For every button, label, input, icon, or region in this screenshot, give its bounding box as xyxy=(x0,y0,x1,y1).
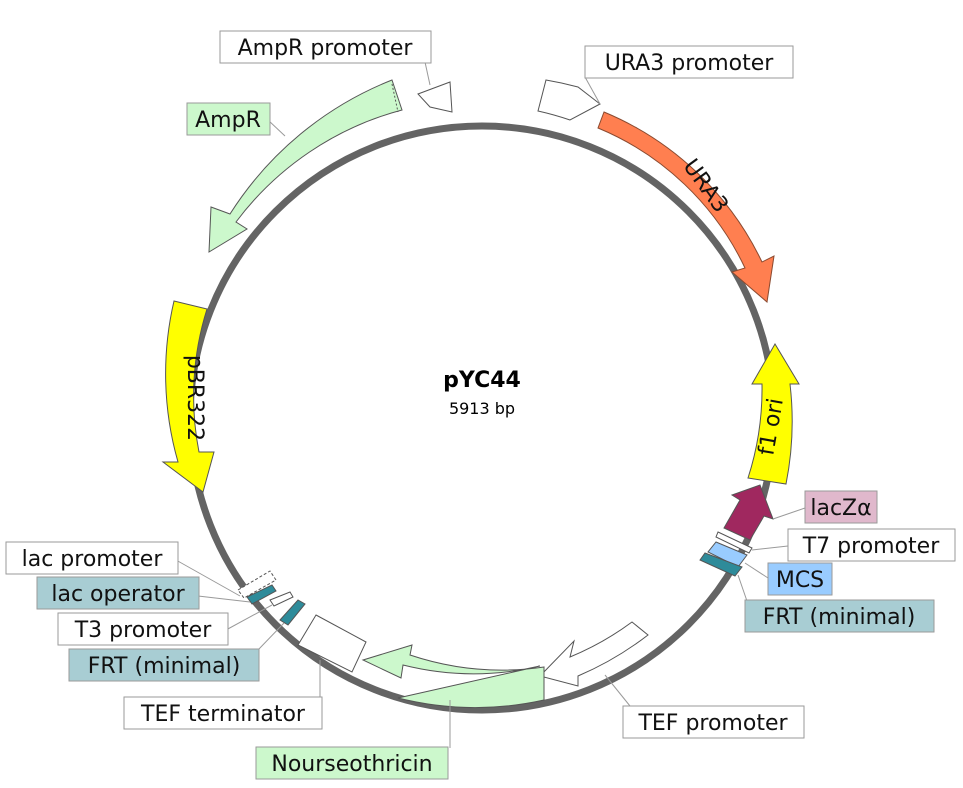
ampr-dotted-marker xyxy=(391,83,399,113)
label-t3-promoter[interactable]: T3 promoter xyxy=(57,612,229,646)
feature-pbr322-label: pBR322 xyxy=(182,355,207,441)
feature-f1-ori[interactable] xyxy=(747,343,800,485)
feature-ampr-promoter[interactable] xyxy=(417,81,453,113)
leader-lacz xyxy=(772,507,806,520)
label-ampr-promoter[interactable]: AmpR promoter xyxy=(219,30,432,64)
leader-ampr-promoter xyxy=(424,61,431,86)
svg-text:T3 promoter: T3 promoter xyxy=(74,618,212,643)
svg-text:FRT (minimal): FRT (minimal) xyxy=(88,654,241,679)
leader-frt-left xyxy=(257,622,285,651)
label-ura3-promoter[interactable]: URA3 promoter xyxy=(584,45,794,79)
feature-tef-terminator[interactable] xyxy=(297,614,367,673)
label-ampr[interactable]: AmpR xyxy=(186,102,271,136)
svg-text:lacZα: lacZα xyxy=(810,496,871,521)
label-tef-terminator[interactable]: TEF terminator xyxy=(123,696,323,730)
feature-lacz[interactable] xyxy=(723,484,774,541)
feature-ura3[interactable] xyxy=(597,111,775,303)
svg-text:FRT (minimal): FRT (minimal) xyxy=(763,605,916,630)
feature-frt-left[interactable] xyxy=(279,599,306,626)
feature-pbr322[interactable] xyxy=(161,300,215,493)
feature-nourseothricin[interactable] xyxy=(361,644,545,708)
feature-tef-promoter[interactable] xyxy=(539,621,649,687)
svg-text:URA3 promoter: URA3 promoter xyxy=(605,51,775,76)
leader-ura3-promoter xyxy=(584,76,601,105)
plasmid-name: pYC44 xyxy=(443,368,521,393)
leader-t3 xyxy=(225,604,273,631)
feature-frt-right[interactable] xyxy=(699,552,743,577)
label-nourseothricin[interactable]: Nourseothricin xyxy=(255,746,449,780)
feature-t7-promoter[interactable] xyxy=(715,531,753,554)
label-t7-promoter[interactable]: T7 promoter xyxy=(787,528,956,562)
leader-ampr xyxy=(267,119,286,137)
leader-t7 xyxy=(751,545,789,551)
plasmid-size: 5913 bp xyxy=(449,399,515,418)
label-lacz[interactable]: lacZα xyxy=(804,490,878,524)
leader-lac-operator xyxy=(197,595,251,603)
svg-text:AmpR promoter: AmpR promoter xyxy=(238,36,414,61)
feature-t3-promoter[interactable] xyxy=(269,591,294,607)
svg-text:lac operator: lac operator xyxy=(51,582,185,607)
leader-tef-promoter xyxy=(604,674,631,707)
svg-text:Nourseothricin: Nourseothricin xyxy=(271,752,432,777)
label-mcs[interactable]: MCS xyxy=(767,562,833,596)
leader-mcs xyxy=(744,562,769,579)
backbone xyxy=(186,122,778,714)
svg-text:TEF terminator: TEF terminator xyxy=(140,702,306,727)
svg-text:T7 promoter: T7 promoter xyxy=(802,534,940,559)
label-lac-operator[interactable]: lac operator xyxy=(36,576,200,610)
feature-lac-operator[interactable] xyxy=(246,584,277,605)
label-frt-right[interactable]: FRT (minimal) xyxy=(744,599,935,633)
feature-ura3-promoter[interactable] xyxy=(537,79,601,121)
svg-text:TEF promoter: TEF promoter xyxy=(637,711,788,736)
label-frt-left[interactable]: FRT (minimal) xyxy=(68,648,260,682)
label-lac-promoter[interactable]: lac promoter xyxy=(5,541,179,575)
svg-text:MCS: MCS xyxy=(776,568,824,593)
label-tef-promoter[interactable]: TEF promoter xyxy=(622,705,805,739)
feature-ampr[interactable] xyxy=(208,79,403,253)
feature-lac-promoter[interactable] xyxy=(237,570,277,599)
leader-lac-promoter xyxy=(175,559,241,597)
svg-text:AmpR: AmpR xyxy=(195,108,261,133)
svg-text:lac promoter: lac promoter xyxy=(22,547,164,572)
leader-frt-right xyxy=(737,574,749,605)
